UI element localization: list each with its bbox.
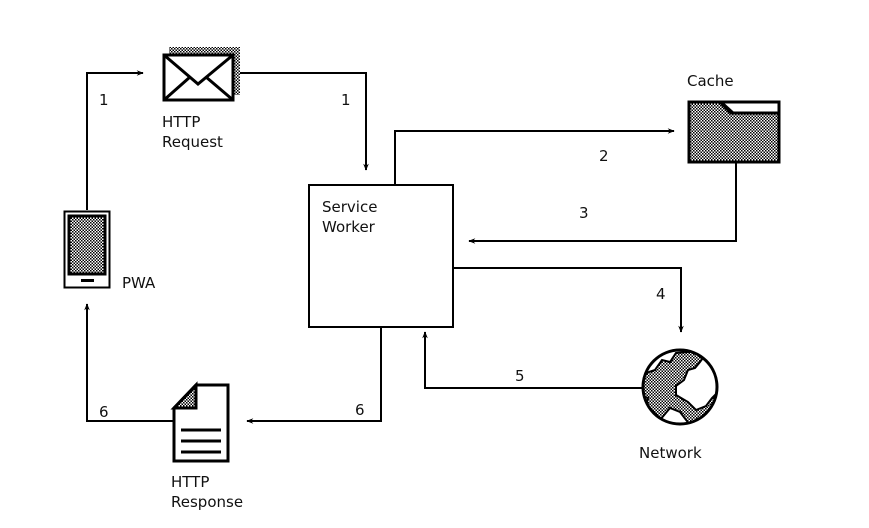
edge-pwa-to-request [86, 70, 144, 210]
http-request-label-line1: HTTP [162, 113, 201, 131]
http-request-label-line2: Request [162, 133, 223, 151]
step-label: 6 [99, 403, 109, 421]
edge-worker-to-cache [394, 128, 675, 185]
step-label: 1 [341, 91, 351, 109]
edge-response-to-pwa [84, 303, 173, 422]
http-response-label-line2: Response [171, 493, 244, 511]
folder-icon [687, 100, 781, 164]
pwa-label: PWA [122, 274, 156, 292]
service-worker-label-line2: Worker [322, 218, 375, 236]
http-response-label-line1: HTTP [171, 473, 210, 491]
network-label: Network [639, 444, 702, 462]
step-label: 6 [355, 401, 365, 419]
cache-label: Cache [687, 72, 734, 90]
edge-worker-to-network [453, 267, 684, 333]
step-label: 5 [515, 367, 525, 385]
step-label: 2 [599, 147, 609, 165]
edge-worker-to-response [246, 327, 382, 424]
envelope-icon [162, 47, 240, 102]
edge-network-to-worker [422, 331, 642, 389]
service-worker-box[interactable] [308, 184, 454, 328]
step-label: 3 [579, 204, 589, 222]
document-icon [170, 381, 230, 463]
edge-request-to-worker [234, 72, 369, 171]
service-worker-label-line1: Service [322, 198, 378, 216]
globe-icon [641, 348, 719, 426]
edge-cache-to-worker [468, 163, 737, 244]
step-label: 4 [656, 285, 666, 303]
step-label: 1 [99, 91, 109, 109]
phone-icon [63, 210, 111, 289]
